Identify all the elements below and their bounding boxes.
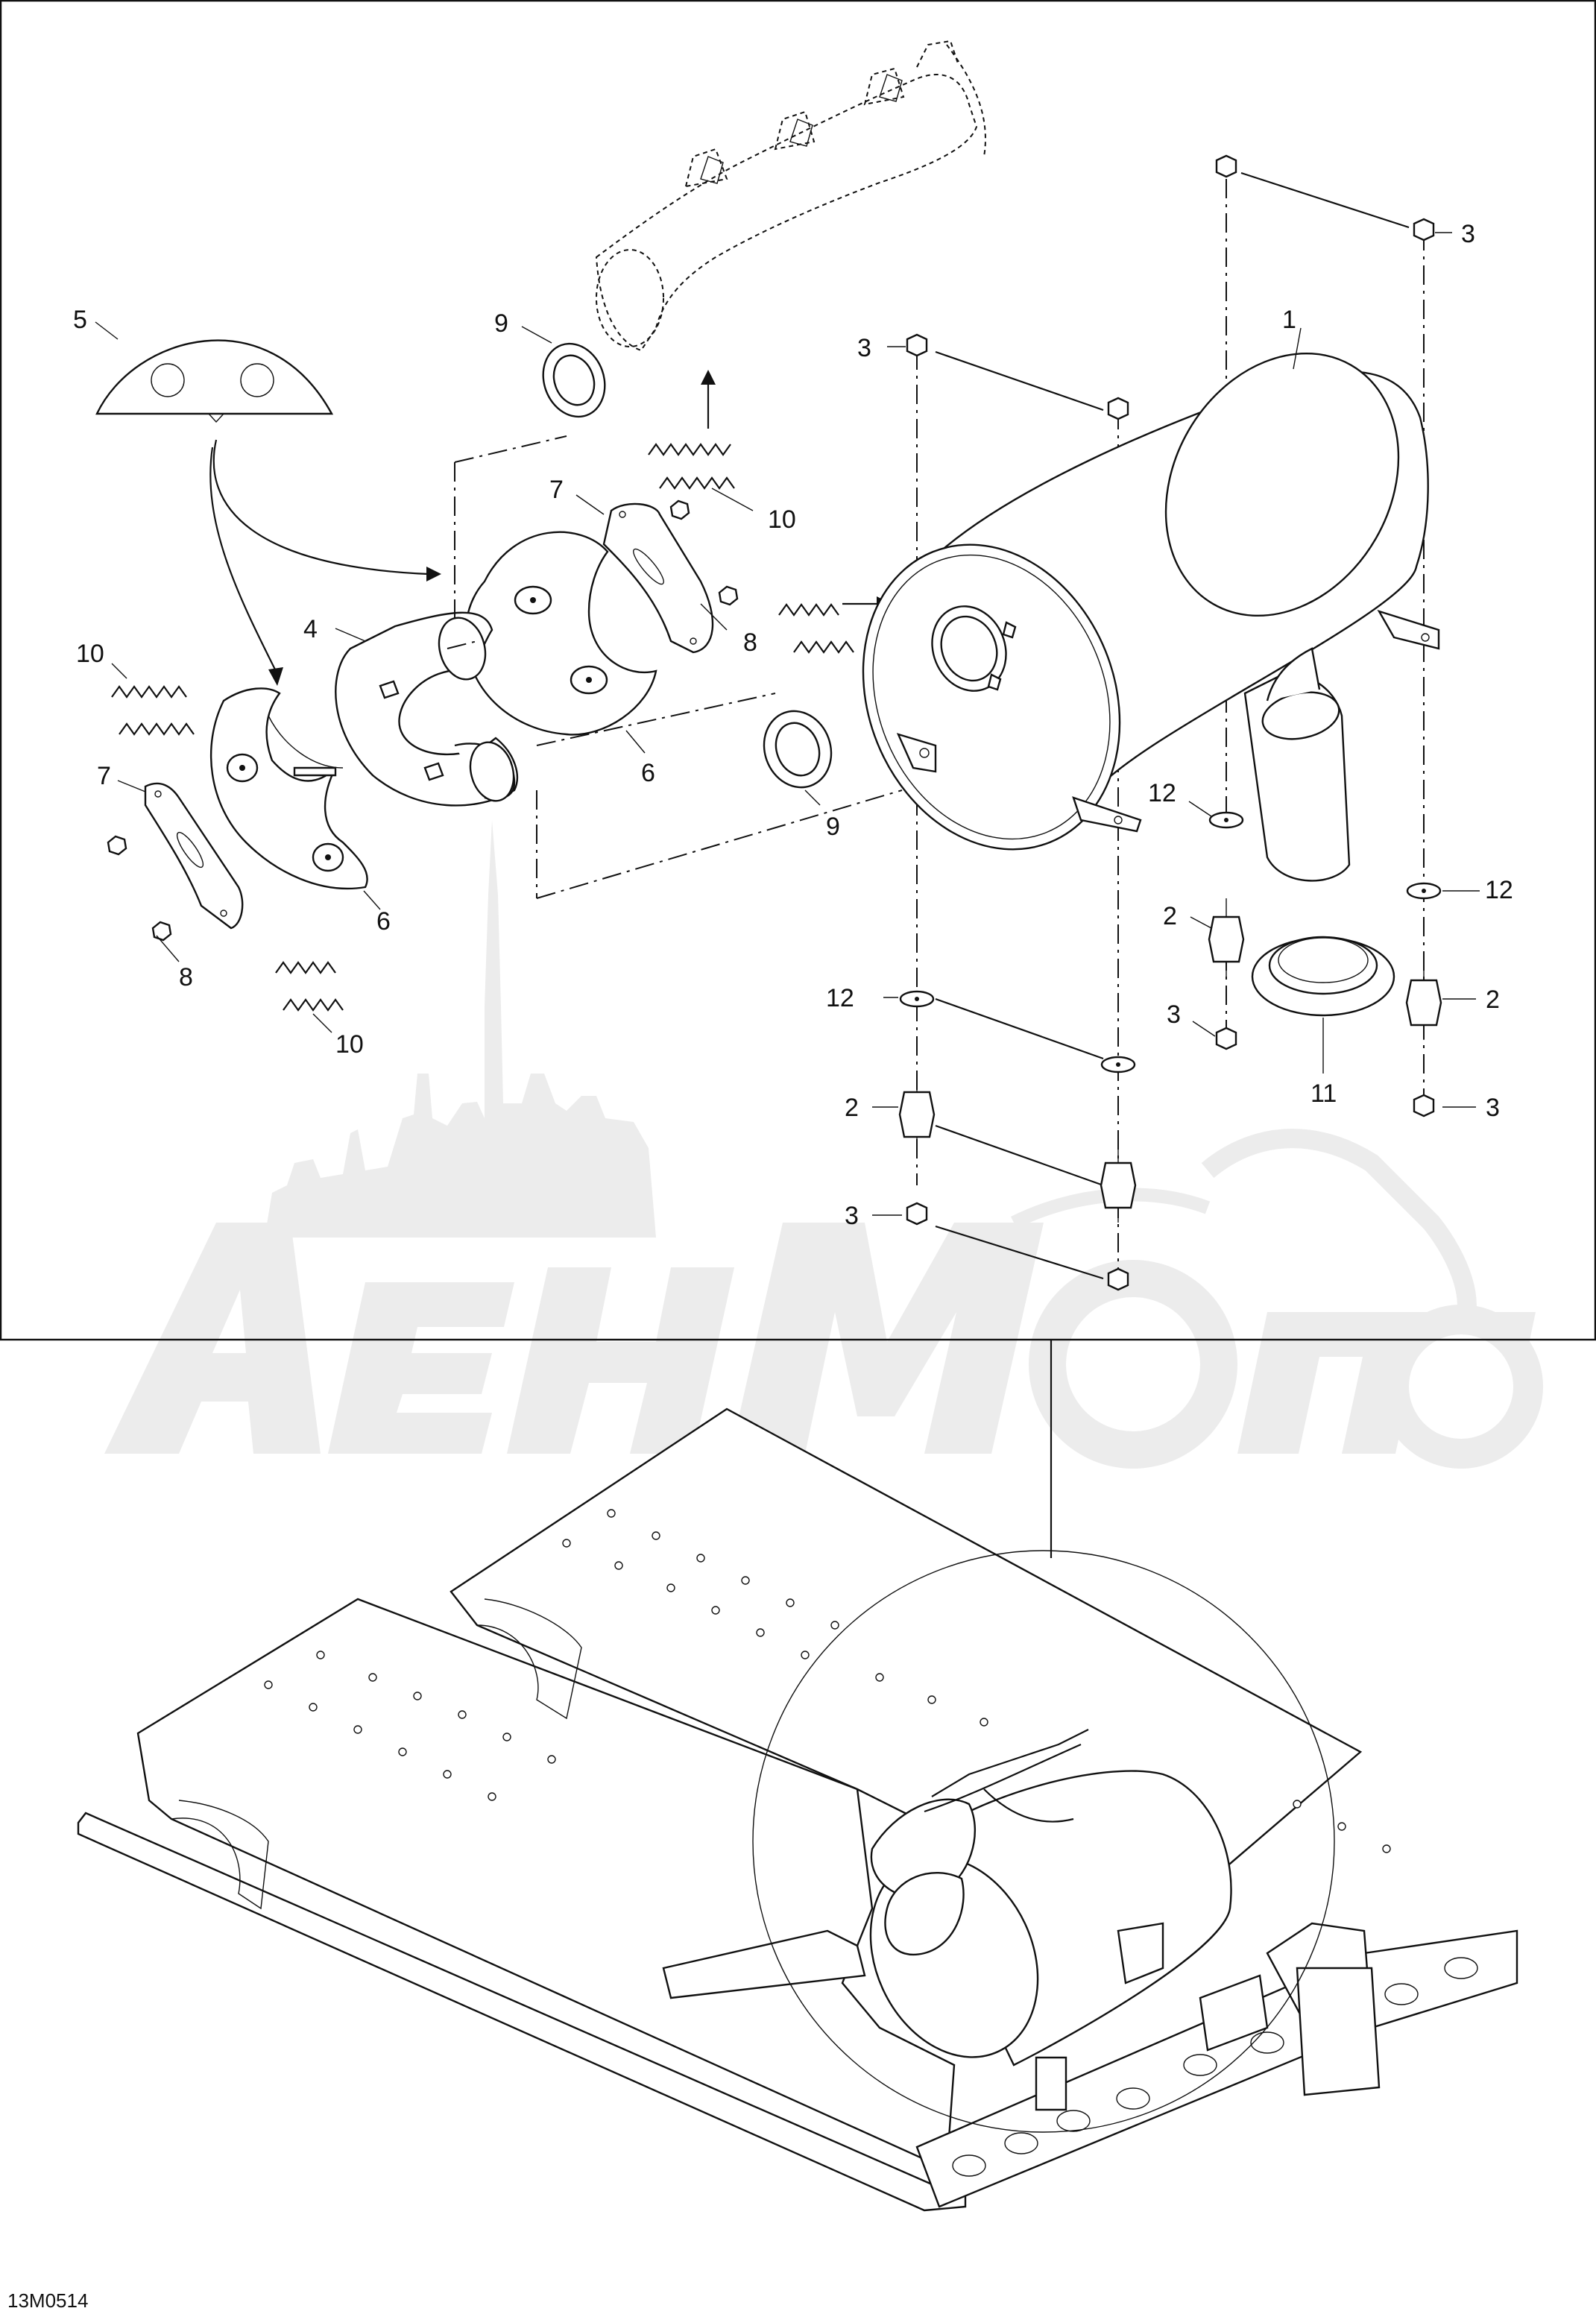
figure-reference-code: 13M0514 — [7, 2289, 88, 2312]
callout-2: 2 — [845, 1094, 859, 1122]
spring-middle — [778, 603, 854, 654]
exhaust-elbow-pipe — [335, 611, 518, 807]
callout-6: 6 — [376, 907, 391, 936]
callout-9: 9 — [826, 813, 840, 841]
bracket-upper — [602, 502, 714, 654]
spring-left-top — [111, 685, 195, 736]
nut-lower — [107, 835, 172, 942]
muffler — [862, 352, 1440, 882]
detail-highlight-circle — [752, 1550, 1335, 2133]
callout-12: 12 — [1148, 779, 1176, 807]
exploded-view: 1 2 2 2 3 3 3 3 3 4 5 6 6 7 7 8 8 9 9 10… — [73, 40, 1513, 1291]
callout-7: 7 — [97, 762, 111, 790]
rubber-mount — [898, 898, 1442, 1223]
detail-frame — [0, 0, 1596, 1341]
baffle-shield-upper — [464, 531, 657, 736]
callout-8: 8 — [743, 628, 757, 657]
chassis-view — [77, 1407, 1518, 2212]
gasket-ring-lower — [763, 710, 833, 789]
callout-7: 7 — [549, 476, 564, 504]
gasket-ring-upper — [542, 342, 606, 418]
callout-3: 3 — [857, 334, 871, 362]
spring-left-bottom — [275, 961, 344, 1012]
watermark — [104, 820, 1543, 1469]
callout-3: 3 — [1167, 1000, 1181, 1029]
callout-8: 8 — [179, 963, 193, 992]
callout-9: 9 — [494, 309, 508, 338]
callout-10: 10 — [768, 505, 796, 534]
nut-upper — [669, 499, 739, 606]
callout-10: 10 — [76, 640, 104, 668]
callout-1: 1 — [1282, 306, 1296, 334]
callout-2: 2 — [1163, 902, 1177, 930]
callout-11: 11 — [1310, 1079, 1337, 1108]
bracket-lower — [144, 782, 244, 930]
callout-6: 6 — [641, 759, 655, 787]
callout-4: 4 — [303, 615, 318, 643]
washer — [899, 811, 1442, 1074]
callout-3: 3 — [1486, 1094, 1500, 1122]
grommet-ring — [1251, 936, 1395, 1017]
callout-3: 3 — [845, 1202, 859, 1230]
callout-5: 5 — [73, 306, 87, 334]
callout-3: 3 — [1461, 220, 1475, 248]
installed-muffler — [869, 1729, 1232, 2111]
callout-2: 2 — [1486, 986, 1500, 1014]
heat-shield-plate — [95, 339, 334, 423]
callout-12: 12 — [826, 984, 854, 1012]
spring-upper — [648, 443, 735, 490]
rivet-pattern — [264, 1509, 1391, 1853]
callout-12: 12 — [1485, 876, 1513, 904]
flange-nut — [906, 154, 1435, 1291]
exhaust-manifold-reference — [595, 40, 986, 352]
callout-10: 10 — [335, 1030, 364, 1059]
baffle-shield-lower — [210, 687, 368, 890]
